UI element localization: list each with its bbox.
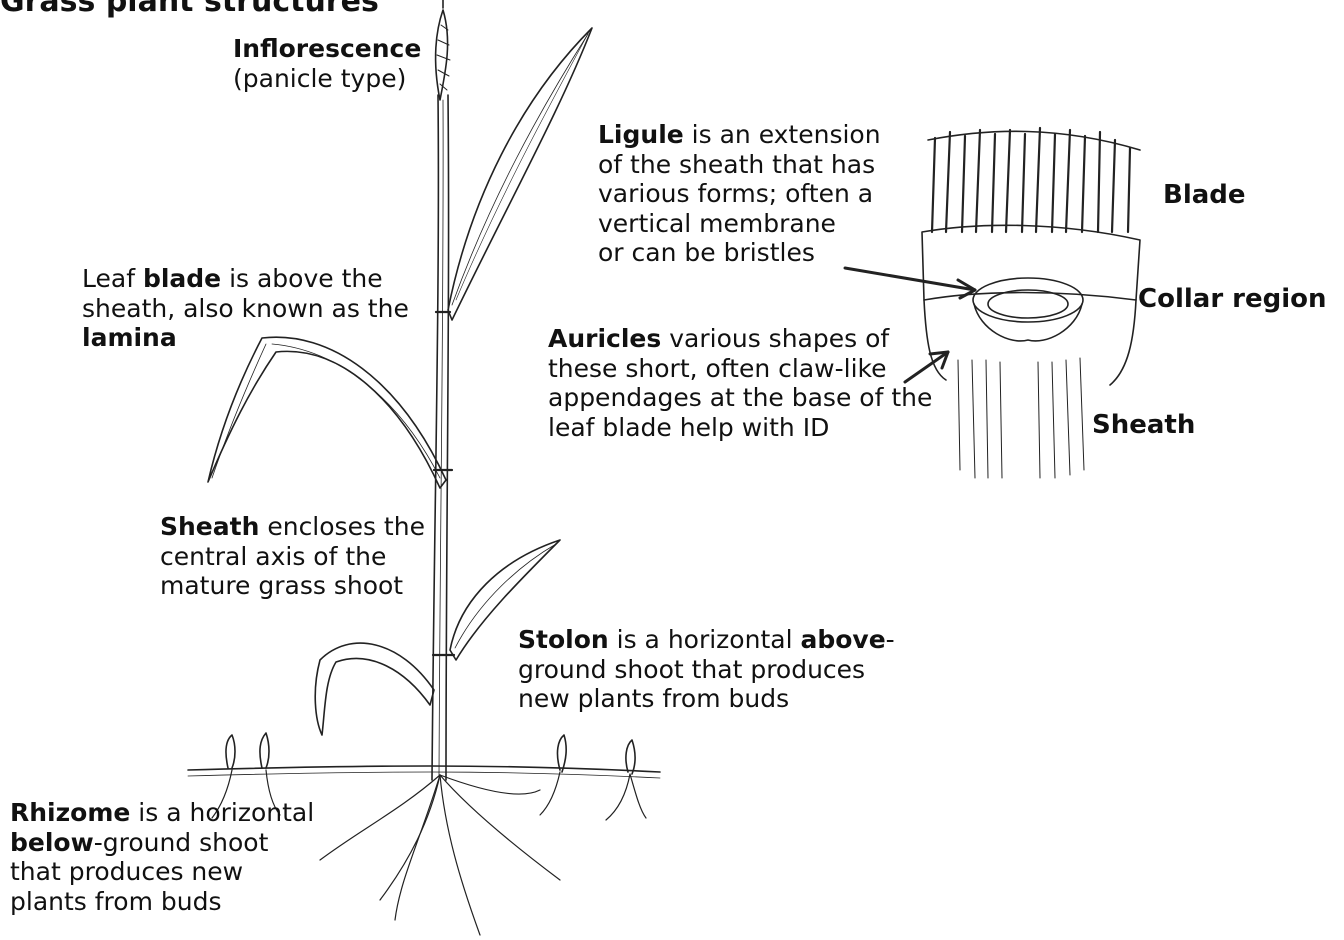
label-sheath: Sheath encloses the central axis of the … <box>160 512 425 601</box>
inflorescence-panicle <box>436 0 450 100</box>
label-detail-sheath: Sheath <box>1092 410 1195 440</box>
label-stolon: Stolon is a horizontal above- ground sho… <box>518 625 895 714</box>
label-ligule: Ligule is an extension of the sheath tha… <box>598 120 881 268</box>
lower-leaf <box>315 643 434 735</box>
drooping-leaf-blade <box>208 337 446 488</box>
ligule-arrow <box>845 268 975 298</box>
label-detail-blade: Blade <box>1163 180 1246 210</box>
stem <box>432 95 454 780</box>
label-leaf-blade: Leaf blade is above the sheath, also kno… <box>82 264 409 353</box>
ground-stolon <box>188 733 660 778</box>
upper-leaf <box>448 28 592 320</box>
label-rhizome: Rhizome is a horizontal below-ground sho… <box>10 798 314 916</box>
label-auricles: Auricles various shapes of these short, … <box>548 324 932 442</box>
label-inflorescence: Inflorescence (panicle type) <box>233 34 421 93</box>
page-title: Grass plant structures <box>0 0 379 19</box>
label-detail-collar-region: Collar region <box>1138 284 1327 314</box>
